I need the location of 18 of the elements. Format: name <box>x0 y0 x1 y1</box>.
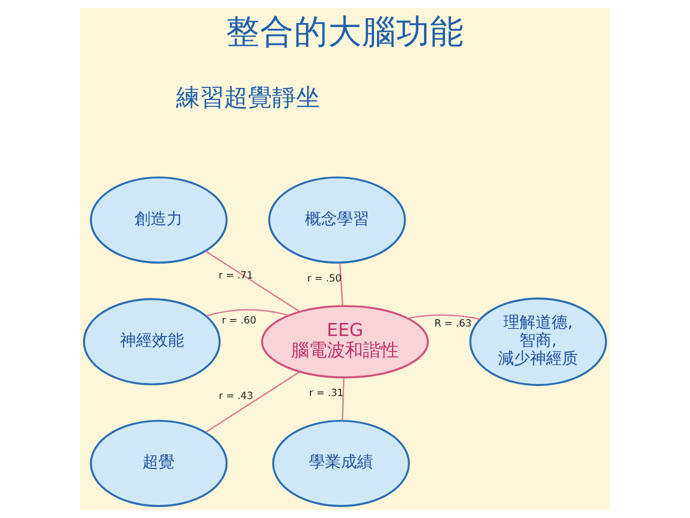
node-ellipse: 創造力 <box>90 176 228 264</box>
node-ellipse: 神經效能 <box>82 298 221 386</box>
connector <box>342 378 344 420</box>
node-ellipse: 學業成績 <box>272 420 410 507</box>
node-ellipse: 概念學習 <box>268 176 406 264</box>
edge-label: r = .60 <box>222 316 256 327</box>
edge-label: R = .63 <box>434 318 472 330</box>
edge-label: r = .43 <box>218 391 254 402</box>
label: 練習超覺靜坐 <box>176 83 320 112</box>
node-ellipse: EEG 腦電波和諧性 <box>261 305 429 378</box>
connector <box>205 250 300 312</box>
connector <box>339 262 344 306</box>
node-ellipse: 超覺 <box>90 420 228 507</box>
diagram-title: 整合的大腦功能 <box>226 12 464 51</box>
edge-label: r = .31 <box>309 388 344 400</box>
connector <box>206 309 290 316</box>
connector <box>205 371 300 433</box>
connector <box>408 314 480 320</box>
